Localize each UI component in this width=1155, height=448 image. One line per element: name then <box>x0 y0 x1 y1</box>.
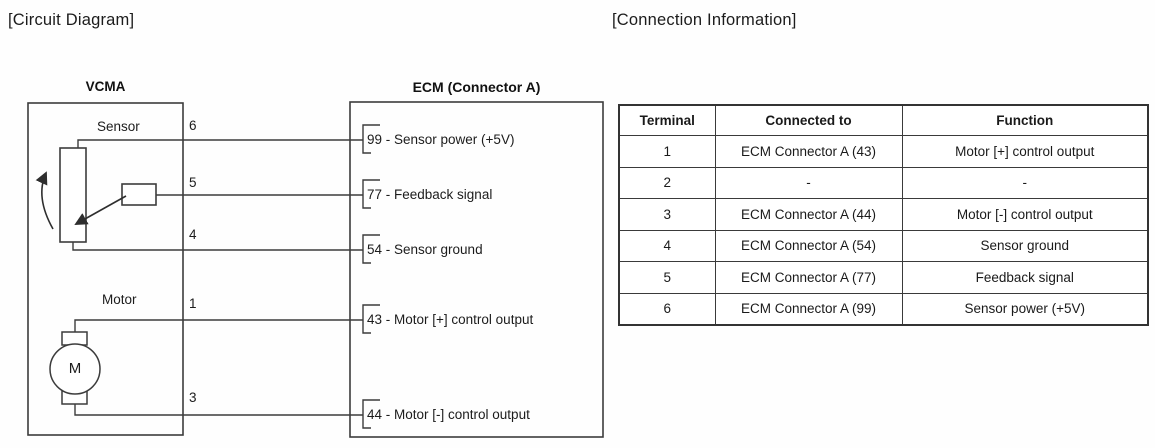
cell-connected-to: ECM Connector A (99) <box>714 292 903 326</box>
wiper-arrow <box>74 195 127 225</box>
ecm-box <box>349 101 604 438</box>
wire-pin1-motor-plus <box>74 319 363 332</box>
table-row: 4 ECM Connector A (54) Sensor ground <box>618 229 1149 262</box>
cell-connected-to: ECM Connector A (43) <box>714 135 903 168</box>
motor-symbol-letter: M <box>68 360 82 377</box>
table-row: 2 - - <box>618 166 1149 199</box>
pin-bracket-43 <box>362 304 380 334</box>
table-row: 6 ECM Connector A (99) Sensor power (+5V… <box>618 292 1149 326</box>
header-connected-to: Connected to <box>714 104 903 136</box>
cell-terminal: 6 <box>618 292 716 326</box>
motor-circle <box>49 343 101 395</box>
cell-function: Feedback signal <box>901 261 1149 294</box>
cell-function: - <box>901 166 1149 199</box>
pin-bracket-54 <box>362 234 380 264</box>
vcma-terminal-1: 1 <box>189 296 197 311</box>
table-row: 3 ECM Connector A (44) Motor [-] control… <box>618 198 1149 231</box>
vcma-terminal-5: 5 <box>189 175 197 190</box>
wire-pin6-sensor-power <box>77 139 363 148</box>
pin-bracket-77 <box>362 179 380 209</box>
circuit-diagram <box>27 101 604 438</box>
table-header-row: Terminal Connected to Function <box>618 104 1149 136</box>
cell-connected-to: ECM Connector A (54) <box>714 229 903 262</box>
cell-terminal: 3 <box>618 198 716 231</box>
pin-bracket-99 <box>362 124 380 154</box>
potentiometer-body <box>59 147 87 243</box>
cell-connected-to: ECM Connector A (44) <box>714 198 903 231</box>
wire-pin3-motor-minus <box>74 403 363 416</box>
cell-function: Motor [-] control output <box>901 198 1149 231</box>
table-row: 1 ECM Connector A (43) Motor [+] control… <box>618 135 1149 168</box>
vcma-box <box>27 102 184 436</box>
motor-label: Motor <box>102 292 137 307</box>
wire-pin4-sensor-ground <box>72 242 363 251</box>
vcma-terminal-3: 3 <box>189 390 197 405</box>
connection-table: Terminal Connected to Function 1 ECM Con… <box>618 104 1149 326</box>
ecm-pin-99-label: 99 - Sensor power (+5V) <box>367 132 515 147</box>
cell-connected-to: ECM Connector A (77) <box>714 261 903 294</box>
vcma-title: VCMA <box>85 79 126 94</box>
table-row: 5 ECM Connector A (77) Feedback signal <box>618 261 1149 294</box>
cell-function: Motor [+] control output <box>901 135 1149 168</box>
ecm-pin-77-label: 77 - Feedback signal <box>367 187 493 202</box>
header-function: Function <box>901 104 1149 136</box>
rotation-arrow <box>35 171 54 230</box>
circuit-diagram-title: [Circuit Diagram] <box>8 11 135 29</box>
motor-terminal-top <box>61 331 88 346</box>
ecm-pin-44-label: 44 - Motor [-] control output <box>367 407 530 422</box>
cell-function: Sensor ground <box>901 229 1149 262</box>
cell-function: Sensor power (+5V) <box>901 292 1149 326</box>
cell-terminal: 2 <box>618 166 716 199</box>
cell-terminal: 5 <box>618 261 716 294</box>
ecm-pin-43-label: 43 - Motor [+] control output <box>367 312 534 327</box>
ecm-pin-54-label: 54 - Sensor ground <box>367 242 483 257</box>
header-terminal: Terminal <box>618 104 716 136</box>
cell-terminal: 1 <box>618 135 716 168</box>
wiper-contact-box <box>121 183 157 206</box>
connection-information-title: [Connection Information] <box>612 11 797 29</box>
vcma-terminal-4: 4 <box>189 227 197 242</box>
ecm-title: ECM (Connector A) <box>412 79 541 95</box>
pin-bracket-44 <box>362 399 380 429</box>
cell-terminal: 4 <box>618 229 716 262</box>
cell-connected-to: - <box>714 166 903 199</box>
vcma-terminal-6: 6 <box>189 118 197 133</box>
sensor-label: Sensor <box>97 119 140 134</box>
